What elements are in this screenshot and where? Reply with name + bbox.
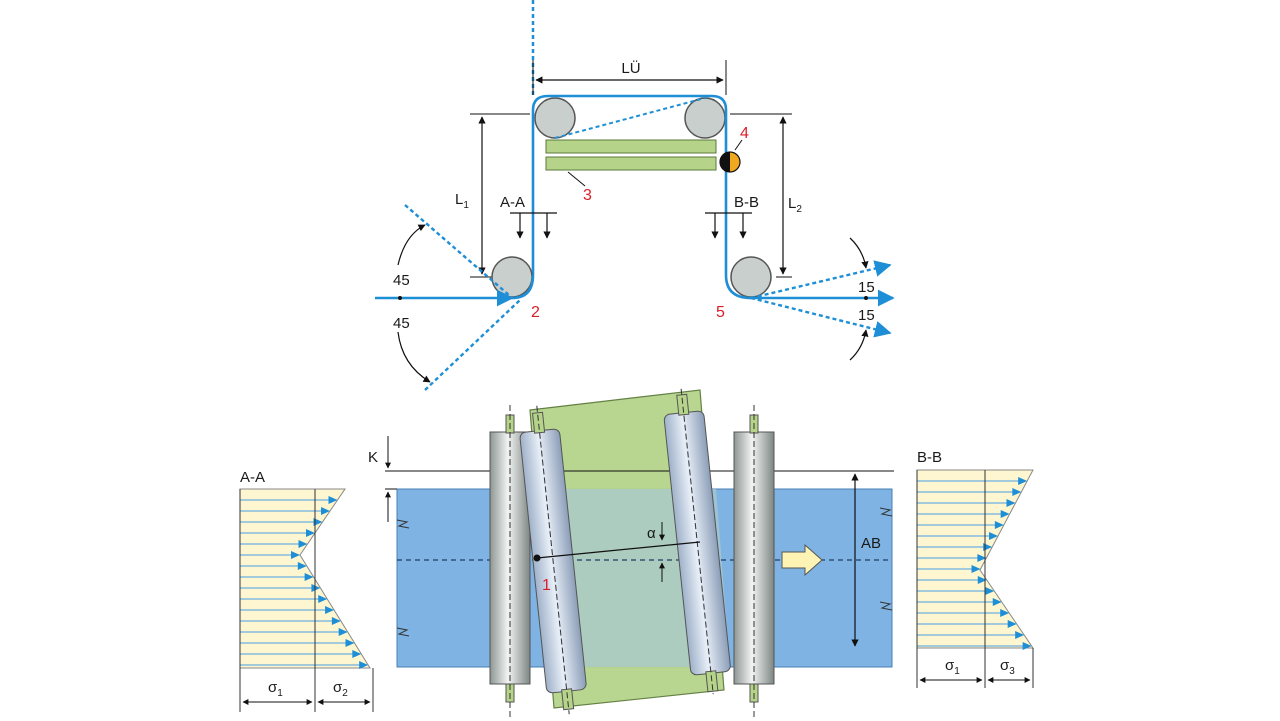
marker-4: 4 [740, 125, 749, 142]
fixed-roller-left [489, 405, 531, 718]
dimension-lu: LÜ [532, 59, 727, 95]
guide-roller-left [519, 405, 587, 715]
label-l2: L2 [788, 195, 802, 215]
top-view: K [368, 388, 894, 718]
sigma-aa-right: σ2 [333, 679, 348, 699]
outgoing-dotted-lower [750, 296, 892, 338]
profile-bb-arrow [994, 521, 1004, 529]
angle-out-top: 15 [858, 279, 875, 296]
web-path-main [531, 94, 728, 275]
angle-in-top: 45 [393, 272, 410, 289]
upper-left-roller [534, 97, 576, 139]
profile-aa-arrow [298, 540, 308, 548]
profile-bb-arrow [1018, 477, 1028, 485]
profile-bb-arrow [971, 565, 981, 573]
dimension-l1: L1 [455, 113, 530, 278]
label-k: K [368, 449, 378, 466]
entry-roller [491, 256, 533, 298]
profile-bb-arrow [1000, 510, 1010, 518]
label-ab: AB [861, 535, 881, 552]
profile-bb-arrow [1015, 631, 1025, 639]
label-l1: L1 [455, 191, 469, 211]
profile-aa-arrow [325, 606, 335, 614]
side-view: LÜ 3 4 L1 L2 [375, 0, 895, 391]
profile-bb-arrow [985, 587, 995, 595]
outgoing-dotted-upper [750, 260, 892, 300]
svg-text:A-A: A-A [240, 469, 265, 486]
exit-roller [730, 256, 772, 298]
profile-bb-arrow [1007, 620, 1017, 628]
incoming-dotted-lower [424, 299, 521, 391]
profile-aa-arrow [359, 661, 369, 669]
profile-aa-arrow [297, 562, 307, 570]
angle-arc-in-top [397, 224, 426, 266]
profile-aa-arrow [291, 551, 300, 559]
incoming-dotted-upper [404, 204, 511, 297]
profile-aa-arrow [311, 584, 321, 592]
marker-5: 5 [716, 304, 725, 321]
upper-right-roller [684, 97, 726, 139]
marker-3: 3 [583, 187, 592, 204]
sigma-bb-right: σ3 [1000, 657, 1015, 677]
fixed-roller-right [733, 405, 775, 718]
angle-in-bottom: 45 [393, 315, 410, 332]
profile-aa-arrow [338, 628, 348, 636]
profile-bb: B-B σ1 σ3 [916, 449, 1034, 688]
pivot-point [533, 554, 541, 562]
svg-text:B-B: B-B [917, 449, 942, 466]
marker-2: 2 [531, 304, 540, 321]
profile-bb-arrow [1012, 488, 1022, 496]
marker-1: 1 [542, 577, 551, 594]
profile-aa: A-A σ1 σ2 [239, 469, 374, 712]
profile-aa-arrow [345, 639, 355, 647]
direction-arrow [781, 543, 823, 577]
profile-aa-arrow [321, 507, 330, 515]
profile-bb-arrow [1000, 609, 1010, 617]
profile-aa-arrow [352, 650, 362, 658]
profile-bb-arrow [977, 576, 987, 584]
profile-aa-arrow [318, 595, 328, 603]
profile-bb-arrow [992, 598, 1002, 606]
svg-text:B-B: B-B [734, 194, 759, 211]
label-lu: LÜ [621, 59, 640, 77]
plate-upper [545, 139, 717, 154]
web-diagonal-dotted [554, 97, 706, 139]
profile-bb-arrow [1022, 642, 1032, 650]
profile-bb-arrow [1006, 499, 1016, 507]
dimension-l2: L2 [730, 113, 802, 278]
guide-roller-right [663, 388, 731, 695]
profile-aa-arrow [304, 573, 314, 581]
angle-arc-in-bottom [397, 331, 431, 383]
label-alpha: α [647, 525, 656, 542]
profile-aa-arrow [313, 518, 323, 526]
profile-bb-arrow [989, 532, 999, 540]
alpha-reference-line [536, 541, 701, 559]
angle-out-bottom: 15 [858, 307, 875, 324]
sigma-aa-left: σ1 [268, 679, 283, 699]
plate-lower [545, 156, 717, 171]
section-aa-marker: A-A [500, 194, 557, 239]
profile-aa-arrow [331, 617, 341, 625]
profile-aa-arrow [328, 496, 338, 504]
profile-aa-arrow [306, 529, 315, 537]
profile-bb-arrow [977, 554, 987, 562]
sigma-bb-left: σ1 [945, 657, 960, 677]
section-bb-marker: B-B [705, 194, 759, 239]
svg-text:A-A: A-A [500, 194, 525, 211]
